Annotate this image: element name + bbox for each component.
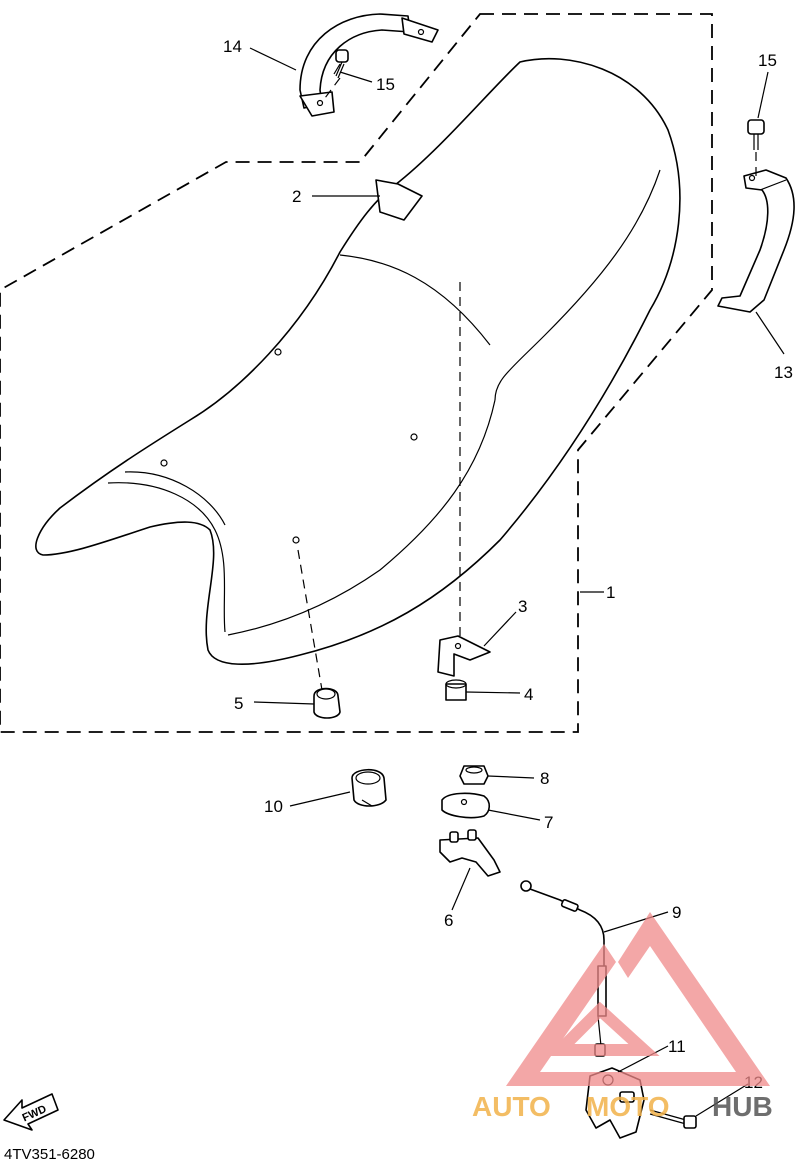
- callout-11: 11: [668, 1037, 686, 1056]
- bolt-15-right: [747, 119, 765, 150]
- center-line-5: [297, 549, 323, 691]
- fwd-arrow: FWD: [3, 1093, 59, 1131]
- callout-6: 6: [444, 911, 453, 930]
- side-bracket-13: [717, 169, 795, 313]
- watermark-text-moto: MOTO: [586, 1091, 669, 1122]
- watermark-triangle-icon: [506, 912, 770, 1086]
- callout-4: 4: [524, 685, 533, 704]
- bolt-12: [649, 1109, 697, 1129]
- callout-14: 14: [223, 37, 242, 56]
- callout-8: 8: [540, 769, 549, 788]
- grab-handle-14: [299, 13, 439, 117]
- callout-3: 3: [518, 597, 527, 616]
- callout-2: 2: [292, 187, 301, 206]
- diagram-code: 4TV351-6280: [4, 1146, 95, 1163]
- watermark-logo: [506, 912, 770, 1086]
- callout-15-right: 15: [758, 51, 777, 70]
- seat-label-sticker: [375, 179, 423, 221]
- assembly-boundary: [0, 13, 713, 733]
- bracket-3: [437, 635, 491, 677]
- bolt-15-upper: [333, 49, 349, 79]
- leader-lines: [249, 47, 785, 1117]
- callout-9: 9: [672, 903, 681, 922]
- watermark-text-auto: AUTO: [472, 1091, 551, 1122]
- callout-5: 5: [234, 694, 243, 713]
- seat: [35, 57, 681, 665]
- callout-13: 13: [774, 363, 793, 382]
- plate-7: [441, 792, 491, 819]
- damper-10: [351, 768, 387, 807]
- callout-15-upper: 15: [376, 75, 395, 94]
- nut-8: [459, 765, 489, 785]
- callout-7: 7: [544, 813, 553, 832]
- seat-lock-6: [439, 829, 501, 877]
- watermark-text-hub: HUB: [712, 1091, 773, 1122]
- damper-5: [313, 687, 341, 719]
- callout-1: 1: [606, 583, 615, 602]
- nut-4: [445, 679, 467, 701]
- callout-10: 10: [264, 797, 283, 816]
